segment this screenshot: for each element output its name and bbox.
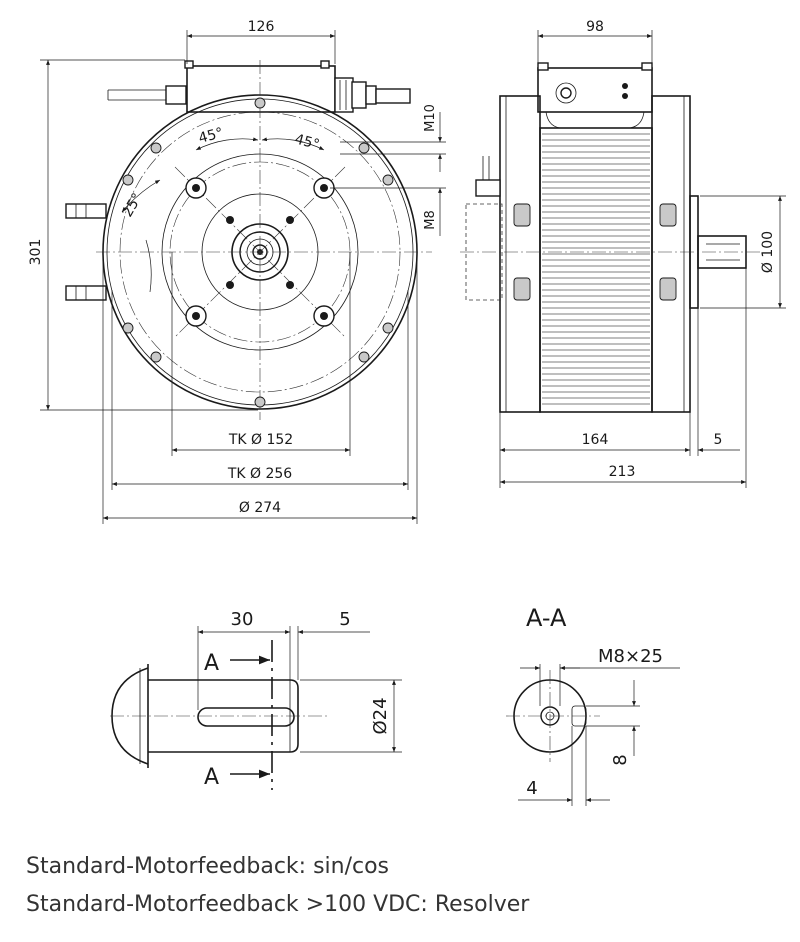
dim-5-shaft: 5 xyxy=(339,609,350,630)
dim-164: 164 xyxy=(582,432,609,448)
dim-30: 30 xyxy=(231,609,254,630)
dim-m8: M8 xyxy=(423,210,438,230)
section-mark-top: A xyxy=(204,651,219,676)
dim-tk152: TK Ø 152 xyxy=(228,432,293,448)
dim-213: 213 xyxy=(609,464,636,480)
cable-gland xyxy=(334,77,411,113)
angle-label-right: 45° xyxy=(293,131,321,153)
shaft-detail: A A 30 5 Ø24 xyxy=(110,609,402,790)
inner-bolts xyxy=(226,216,294,289)
angle-label-left: 45° xyxy=(197,125,225,147)
dim-301: 301 xyxy=(28,239,44,266)
dim-4: 4 xyxy=(526,778,537,799)
dim-m8x25: M8×25 xyxy=(598,646,663,667)
section-title: A-A xyxy=(526,604,567,632)
dim-98: 98 xyxy=(586,19,604,35)
section-aa: A-A M8×25 8 4 xyxy=(506,604,680,806)
dim-dia100: Ø 100 xyxy=(760,231,776,273)
box-connector xyxy=(107,85,187,105)
feedback-housing xyxy=(465,203,503,301)
note-line-2: Standard-Motorfeedback >100 VDC: Resolve… xyxy=(26,892,530,917)
dim-8: 8 xyxy=(610,754,631,765)
dim-tk256: TK Ø 256 xyxy=(227,466,292,482)
angle-label-side: 25° xyxy=(120,190,146,220)
dim-dia274: Ø 274 xyxy=(239,500,281,516)
section-mark-bottom: A xyxy=(204,765,219,790)
keyway-slot xyxy=(197,707,295,727)
side-terminal-box xyxy=(537,67,653,113)
mounting-holes-tk152 xyxy=(185,177,335,327)
dim-126: 126 xyxy=(248,19,275,35)
side-view: 98 Ø 100 164 5 213 xyxy=(460,19,786,488)
rim-bolts xyxy=(122,97,394,408)
dim-m10: M10 xyxy=(423,104,438,132)
front-view: 45° 45° 25° 126 301 M10 M8 TK Ø 152 TK Ø… xyxy=(28,19,446,524)
finned-stator xyxy=(539,127,653,413)
side-bolts xyxy=(513,203,677,301)
dim-5-side: 5 xyxy=(714,432,723,448)
note-line-1: Standard-Motorfeedback: sin/cos xyxy=(26,854,390,879)
dim-dia24: Ø24 xyxy=(370,697,391,734)
stator-fins xyxy=(542,133,650,405)
notes: Standard-Motorfeedback: sin/cos Standard… xyxy=(26,848,786,924)
side-connectors xyxy=(65,203,107,301)
